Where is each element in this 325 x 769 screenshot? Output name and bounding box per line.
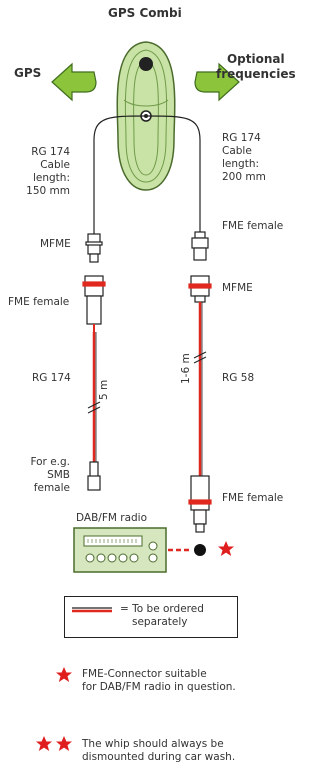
left-smb-connector — [87, 461, 101, 491]
legend-text-line1: = To be ordered — [120, 603, 204, 615]
right-length-label: 1-6 m — [180, 353, 192, 384]
note-double-star: The whip should always be dismounted dur… — [82, 738, 235, 764]
left-end-label-line2: SMB female — [33, 469, 70, 494]
left-rg174-label: RG 174 — [32, 372, 71, 384]
right-cable-word: Cable — [222, 145, 252, 157]
frequencies-arrow-icon — [194, 62, 240, 102]
right-rg58-label: RG 58 — [222, 372, 255, 384]
right-cable-length-value: 200 mm — [222, 171, 266, 183]
note2-line1: The whip should always be — [82, 738, 224, 750]
note-single-star: FME-Connector suitable for DAB/FM radio … — [82, 668, 236, 694]
right-mfme-label: MFME — [222, 282, 253, 294]
star-icon-radio — [218, 541, 234, 556]
left-break-mark — [87, 401, 101, 414]
gps-label: GPS — [14, 66, 42, 80]
star-icon-note2-b — [56, 736, 72, 751]
left-cable-type: RG 174 — [31, 146, 70, 158]
right-fme-female-label: FME female — [222, 220, 284, 232]
right-fme-female-connector — [191, 231, 209, 261]
note2-line2: dismounted during car wash. — [82, 751, 236, 763]
right-cable-spec: RG 174 Cable length: 200 mm — [222, 132, 266, 184]
gps-arrow-icon — [51, 62, 97, 102]
radio-antenna-socket — [194, 544, 206, 556]
right-cable-length-label: length: — [222, 158, 260, 170]
left-length-label: 5 m — [98, 379, 110, 400]
left-end-label-line1: For e.g. — [30, 456, 70, 468]
note1-line1: FME-Connector suitable — [82, 668, 207, 680]
dab-fm-radio — [73, 527, 167, 573]
right-end-fme-label: FME female — [222, 492, 284, 504]
legend-box — [64, 596, 238, 638]
diagram-title: GPS Combi — [108, 6, 182, 20]
left-cable-spec: RG 174 Cable length: 150 mm — [8, 146, 70, 198]
frequencies-label-line1: Optional — [226, 52, 285, 66]
left-cable-length-value: 150 mm — [26, 185, 70, 197]
right-cable-type: RG 174 — [222, 132, 261, 144]
left-fme-female-connector — [82, 275, 106, 332]
frequencies-label: Optional frequencies — [216, 52, 296, 82]
left-end-label: For e.g. SMB female — [8, 456, 70, 495]
left-fme-female-label: FME female — [8, 296, 70, 308]
left-mfme-label: MFME — [40, 238, 71, 250]
right-cable — [145, 115, 201, 232]
note1-line2: for DAB/FM radio in question. — [82, 681, 236, 693]
legend-text: = To be ordered separately — [120, 603, 204, 629]
frequencies-label-line2: frequencies — [216, 67, 296, 81]
left-cable — [93, 115, 147, 234]
right-break-mark — [193, 351, 207, 364]
radio-label: DAB/FM radio — [76, 512, 148, 524]
legend-text-line2: separately — [132, 616, 188, 628]
whip-mount — [139, 57, 153, 71]
right-mfme-connector — [188, 275, 212, 303]
star-icon-note1 — [56, 667, 72, 682]
left-mfme-connector — [85, 233, 103, 263]
star-icon-note2-a — [36, 736, 52, 751]
left-cable-word: Cable — [40, 159, 70, 171]
left-cable-length-label: length: — [32, 172, 70, 184]
right-end-fme-connector — [188, 475, 212, 533]
